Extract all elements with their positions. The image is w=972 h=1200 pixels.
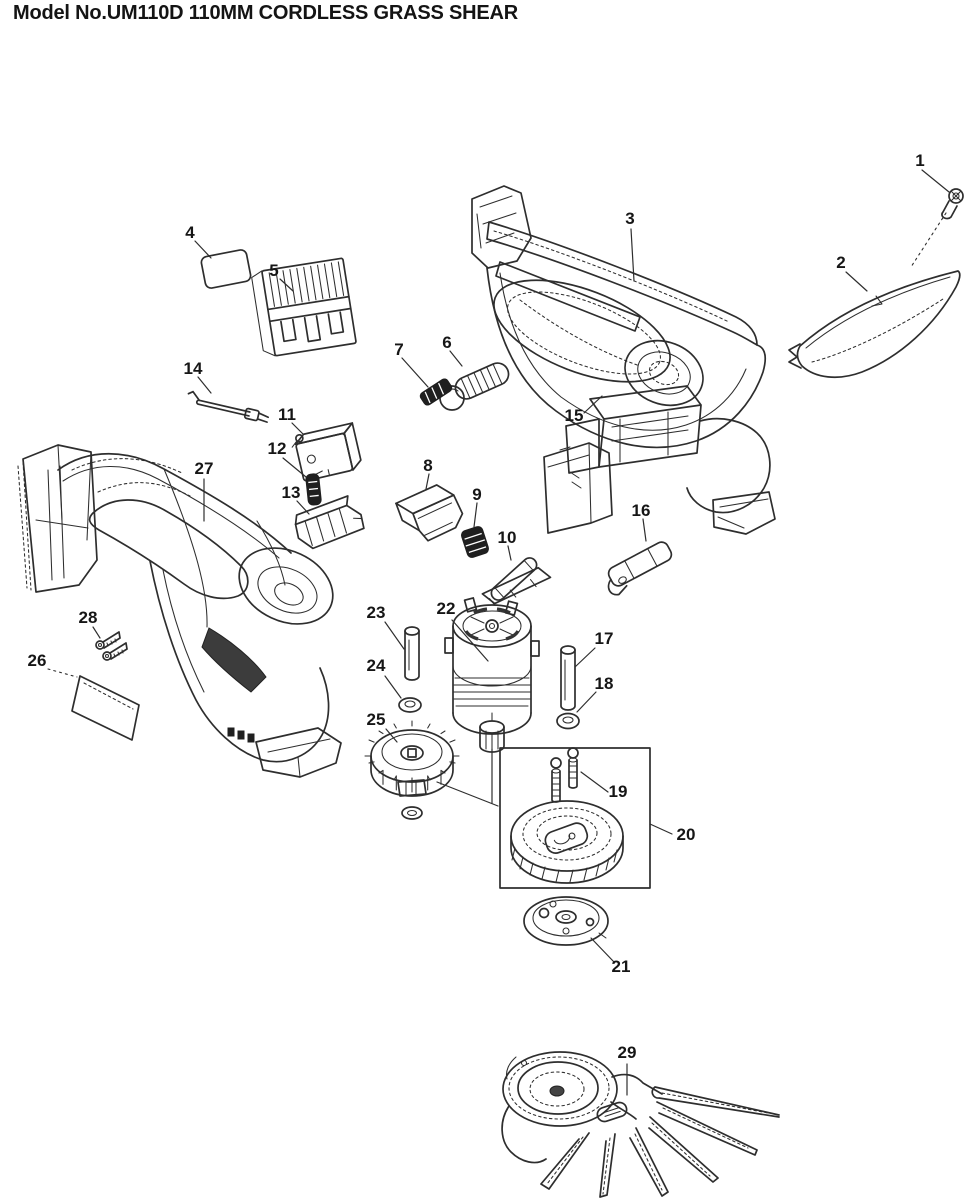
callout-4: 4 xyxy=(185,223,195,242)
part-2-blade-cover xyxy=(788,270,961,379)
callout-27: 27 xyxy=(195,459,214,478)
part-27-rear-housing xyxy=(17,444,342,778)
part-12-spring xyxy=(305,473,322,506)
callout-11: 11 xyxy=(278,405,296,424)
part-18-washer xyxy=(556,712,580,730)
part-22-motor xyxy=(444,597,540,753)
part-4-label-plate xyxy=(200,249,252,289)
callout-29: 29 xyxy=(618,1043,637,1062)
part-8-bracket xyxy=(395,484,464,542)
callout-24: 24 xyxy=(367,656,386,675)
callout-5: 5 xyxy=(269,261,278,280)
callout-12: 12 xyxy=(268,439,287,458)
part-10-switch-plate xyxy=(481,557,552,607)
callout-23: 23 xyxy=(367,603,386,622)
assembly-axis-1-2 xyxy=(910,212,947,268)
part-1-screw xyxy=(941,188,964,220)
part-25-gear xyxy=(364,720,460,820)
callout-18: 18 xyxy=(595,674,614,693)
part-20-gear-assembly xyxy=(499,747,651,889)
callout-9: 9 xyxy=(472,485,481,504)
part-7-spring xyxy=(419,378,453,406)
callout-28: 28 xyxy=(79,608,98,627)
callout-21: 21 xyxy=(612,957,631,976)
page-title: Model No.UM110D 110MM CORDLESS GRASS SHE… xyxy=(13,2,519,24)
callout-10: 10 xyxy=(498,528,517,547)
callout-19: 19 xyxy=(609,782,628,801)
assembly-line-gear xyxy=(436,781,499,807)
part-26-name-plate xyxy=(71,675,140,741)
callout-14: 14 xyxy=(184,359,203,378)
callout-2: 2 xyxy=(836,253,845,272)
part-16-clip xyxy=(607,541,673,596)
leader-lines xyxy=(47,169,950,1096)
part-21-cam-plate xyxy=(523,896,609,946)
part-13-switch-holder xyxy=(294,495,365,550)
callout-1: 1 xyxy=(915,151,924,170)
part-23-pin xyxy=(404,626,420,681)
callout-7: 7 xyxy=(394,340,403,359)
part-24-washer xyxy=(398,697,422,713)
part-11-micro-switch xyxy=(291,422,362,488)
callout-16: 16 xyxy=(632,501,651,520)
callout-8: 8 xyxy=(423,456,432,475)
part-14-lever xyxy=(187,390,270,423)
callout-15: 15 xyxy=(565,406,584,425)
callout-20: 20 xyxy=(677,825,696,844)
controller-block xyxy=(543,442,613,534)
callout-22: 22 xyxy=(437,599,456,618)
part-9-spring xyxy=(461,526,489,558)
part-28-screws xyxy=(95,631,128,661)
part-29-shear-blade xyxy=(501,1051,780,1198)
callout-3: 3 xyxy=(625,209,634,228)
part-5-terminal-block xyxy=(251,257,357,357)
callout-26: 26 xyxy=(28,651,47,670)
callout-labels: 1 2 3 4 5 6 7 8 9 10 11 12 13 14 15 16 1… xyxy=(28,151,925,1062)
callout-17: 17 xyxy=(595,629,614,648)
callout-25: 25 xyxy=(367,710,386,729)
part-17-pin xyxy=(560,645,576,711)
callout-6: 6 xyxy=(442,333,451,352)
callout-13: 13 xyxy=(282,483,301,502)
part-3-upper-housing xyxy=(471,185,776,535)
part-19-screws xyxy=(550,747,579,803)
